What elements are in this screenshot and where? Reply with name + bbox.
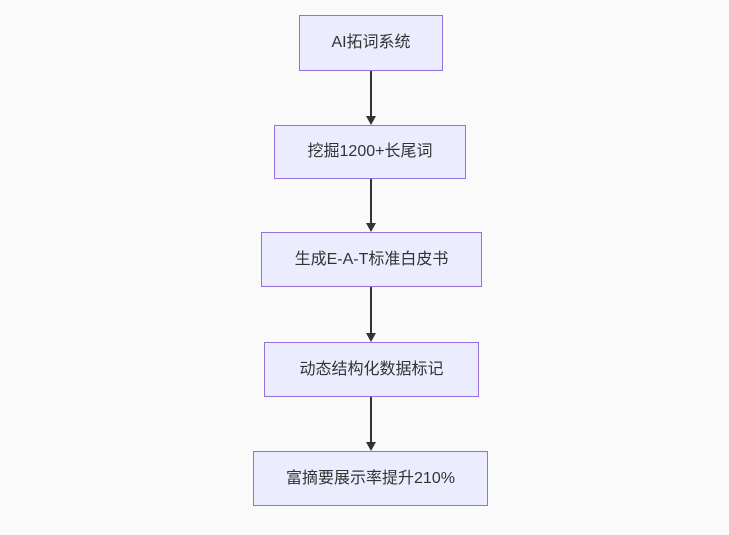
flow-arrow-2 xyxy=(366,179,376,232)
arrow-shaft xyxy=(370,71,372,116)
flow-node-structured-data-markup: 动态结构化数据标记 xyxy=(264,342,479,397)
arrow-shaft xyxy=(370,179,372,223)
flow-node-eat-whitepaper: 生成E-A-T标准白皮书 xyxy=(261,232,482,287)
flow-node-label: 生成E-A-T标准白皮书 xyxy=(294,250,449,268)
flow-node-label: 动态结构化数据标记 xyxy=(299,360,444,378)
flow-arrow-3 xyxy=(366,287,376,342)
flow-node-label: 富摘要展示率提升210% xyxy=(286,469,455,487)
arrow-head-icon xyxy=(366,333,376,342)
arrow-shaft xyxy=(370,397,372,442)
arrow-head-icon xyxy=(366,442,376,451)
flow-node-label: AI拓词系统 xyxy=(331,34,411,52)
flow-arrow-1 xyxy=(366,71,376,125)
arrow-shaft xyxy=(370,287,372,333)
flow-node-label: 挖掘1200+长尾词 xyxy=(307,143,433,161)
flow-node-longtail-mining: 挖掘1200+长尾词 xyxy=(274,125,466,179)
flow-node-rich-snippet-rate: 富摘要展示率提升210% xyxy=(253,451,488,506)
flow-node-ai-keyword-system: AI拓词系统 xyxy=(299,15,443,71)
arrow-head-icon xyxy=(366,223,376,232)
flow-arrow-4 xyxy=(366,397,376,451)
arrow-head-icon xyxy=(366,116,376,125)
